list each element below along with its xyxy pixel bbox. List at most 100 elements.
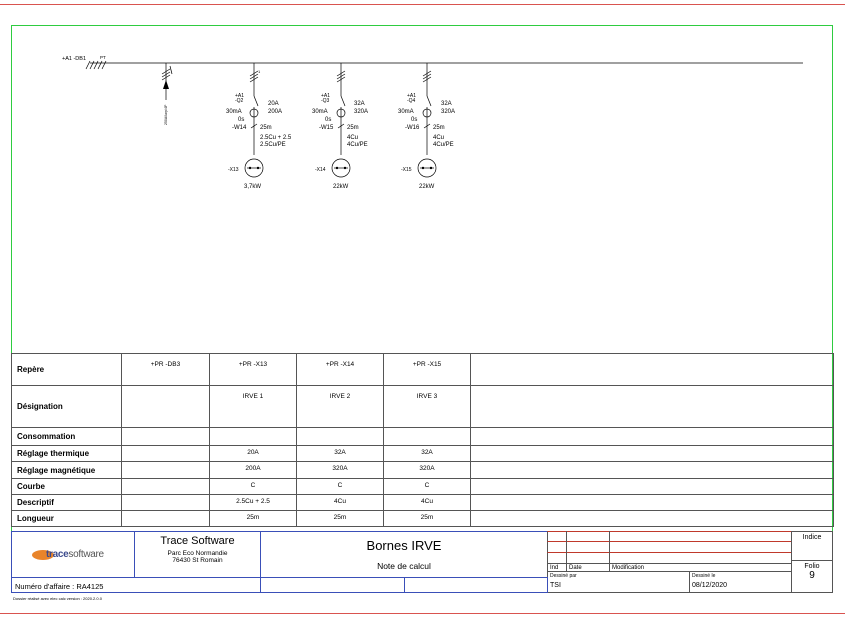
table-cell: +PR -X15 bbox=[383, 353, 471, 386]
table-row: Repère+PR -DB3+PR -X13+PR -X14+PR -X15 bbox=[11, 353, 834, 386]
logo-cell: tracesoftware bbox=[11, 531, 135, 578]
table-cell: 32A bbox=[383, 445, 471, 462]
affaire-cell: Numéro d'affaire : RA4125 bbox=[11, 577, 261, 593]
table-cell: 4Cu bbox=[296, 494, 384, 511]
bottom-edge-line bbox=[0, 613, 845, 614]
row-label: Descriptif bbox=[11, 494, 122, 511]
table-cell: 320A bbox=[383, 461, 471, 479]
circuit-3-section: 4Cu bbox=[433, 135, 444, 141]
circuit-3-rating: 32A bbox=[441, 101, 452, 107]
circuit-1-magnetic: 200A bbox=[268, 109, 282, 115]
table-cell bbox=[121, 478, 210, 495]
feeder-incoming bbox=[161, 63, 173, 100]
source-tag: PT bbox=[100, 55, 106, 60]
drawing-title: Bornes IRVE bbox=[366, 538, 442, 553]
circuit-2-power: 22kW bbox=[333, 184, 349, 190]
table-cell bbox=[209, 427, 297, 446]
table-cell: 200A bbox=[209, 461, 297, 479]
dessine-par-label: Dessiné par bbox=[550, 573, 577, 579]
table-cell: 25m bbox=[296, 510, 384, 527]
company-address-2: 76430 St Romain bbox=[172, 557, 223, 564]
circuit-1-rating: 20A bbox=[268, 101, 279, 107]
table-cell bbox=[470, 494, 834, 511]
circuit-3-rcd: 30mA bbox=[398, 109, 414, 115]
top-edge-line bbox=[0, 4, 845, 5]
affaire-spare-1 bbox=[260, 577, 405, 593]
circuit-1: 1 +A1-Q2 20A 200A 30mA 0s -W14 25m 2.5Cu… bbox=[226, 63, 292, 190]
circuit-3-socket: -X15 bbox=[401, 167, 412, 173]
table-cell bbox=[121, 385, 210, 428]
indice-cell: Indice bbox=[791, 531, 833, 561]
row-label: Désignation bbox=[11, 385, 122, 428]
company-logo: tracesoftware bbox=[32, 547, 114, 562]
indice-label: Indice bbox=[802, 534, 822, 541]
circuit-2-length: 25m bbox=[347, 125, 359, 131]
circuit-1-rcd: 30mA bbox=[226, 109, 242, 115]
feeder-arrow bbox=[163, 80, 169, 89]
source-conductor-ticks bbox=[85, 60, 107, 70]
table-cell: C bbox=[296, 478, 384, 495]
circuit-3-length: 25m bbox=[433, 125, 445, 131]
table-cell bbox=[383, 427, 471, 446]
table-cell: 32A bbox=[296, 445, 384, 462]
table-row: Consommation bbox=[11, 427, 834, 446]
single-line-diagram: +A1 -DB1 PT 250A/Iarp/4P 1 +A1-Q2 20A 20… bbox=[62, 55, 803, 190]
circuit-2-section: 4Cu bbox=[347, 135, 358, 141]
table-cell: C bbox=[209, 478, 297, 495]
dessine-le-label: Dessiné le bbox=[692, 573, 716, 579]
circuit-3-power: 22kW bbox=[419, 184, 435, 190]
affaire-number: Numéro d'affaire : RA4125 bbox=[15, 582, 104, 591]
table-cell bbox=[470, 478, 834, 495]
date-label: Date bbox=[569, 565, 582, 571]
table-cell bbox=[121, 494, 210, 511]
table-cell bbox=[470, 445, 834, 462]
source-label: +A1 -DB1 bbox=[62, 56, 86, 62]
table-cell: IRVE 2 bbox=[296, 385, 384, 428]
circuit-3-section-pe: 4Cu/PE bbox=[433, 142, 454, 148]
table-cell bbox=[121, 445, 210, 462]
table-cell: 4Cu bbox=[383, 494, 471, 511]
circuit-1-section-pe: 2.5Cu/PE bbox=[260, 142, 286, 148]
company-name: Trace Software bbox=[160, 535, 235, 547]
circuit-2-section-pe: 4Cu/PE bbox=[347, 142, 368, 148]
table-cell bbox=[121, 510, 210, 527]
table-cell bbox=[470, 510, 834, 527]
drawing-subtitle: Note de calcul bbox=[377, 561, 431, 571]
ind-label: Ind bbox=[550, 565, 559, 571]
table-cell: 20A bbox=[209, 445, 297, 462]
circuit-3-magnetic: 320A bbox=[441, 109, 455, 115]
circuit-3-cable: -W16 bbox=[405, 125, 420, 131]
table-cell bbox=[470, 385, 834, 428]
circuit-2-delay: 0s bbox=[325, 117, 331, 123]
dessine-par-cell: Dessiné par TSI bbox=[547, 571, 690, 593]
dessine-le-cell: Dessiné le 08/12/2020 bbox=[689, 571, 792, 593]
title-cell: Bornes IRVE Note de calcul bbox=[260, 531, 548, 578]
company-address-1: Parc Eco Normandie bbox=[167, 550, 228, 557]
circuit-3-delay: 0s bbox=[411, 117, 417, 123]
circuit-2-cable: -W15 bbox=[319, 125, 334, 131]
table-cell: IRVE 1 bbox=[209, 385, 297, 428]
table-cell bbox=[121, 461, 210, 479]
row-label: Réglage thermique bbox=[11, 445, 122, 462]
table-cell bbox=[470, 461, 834, 479]
table-cell: 25m bbox=[383, 510, 471, 527]
table-cell: +PR -X13 bbox=[209, 353, 297, 386]
revision-divider-2 bbox=[609, 531, 610, 571]
circuit-1-power: 3,7kW bbox=[244, 184, 261, 190]
dessine-par-value: TSI bbox=[550, 582, 561, 589]
revision-divider-1 bbox=[566, 531, 567, 571]
circuit-1-delay: 0s bbox=[238, 117, 244, 123]
table-cell bbox=[470, 427, 834, 446]
table-cell: 25m bbox=[209, 510, 297, 527]
table-cell bbox=[470, 353, 834, 386]
title-block: tracesoftware Trace Software Parc Eco No… bbox=[11, 531, 833, 593]
circuit-2-socket: -X14 bbox=[315, 167, 326, 173]
feeder-label: 250A/Iarp/4P bbox=[164, 104, 168, 125]
circuit-2-breaker: +A1-Q3 bbox=[321, 93, 330, 104]
circuit-1-section: 2.5Cu + 2.5 bbox=[260, 135, 292, 141]
